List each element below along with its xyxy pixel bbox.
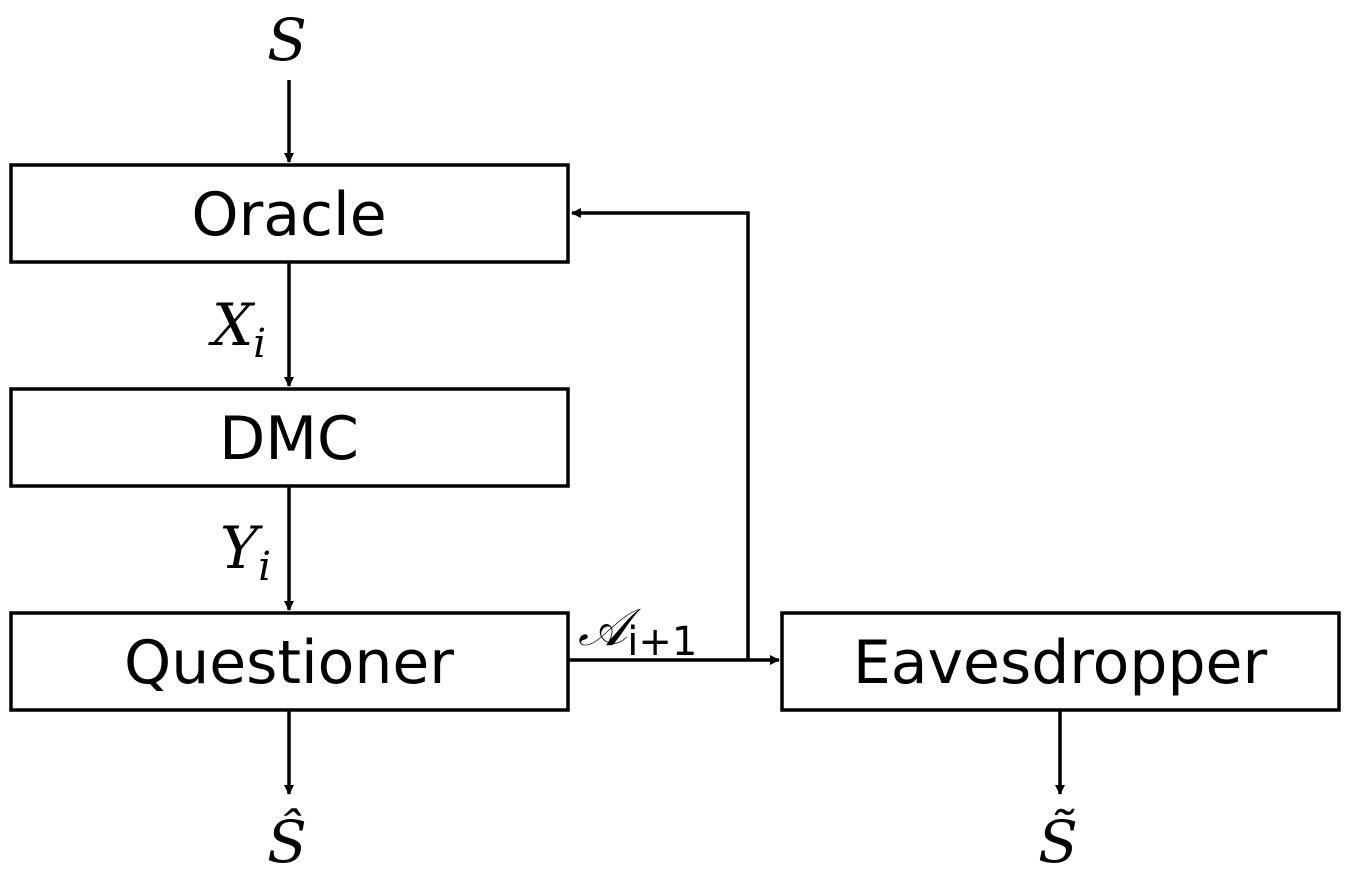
x-signal-label: Xi: [208, 291, 266, 367]
dmc-block: [9, 387, 570, 488]
dmc-label: DMC: [219, 404, 359, 474]
eavesdropper-block: [780, 611, 1341, 712]
eavesdropper-estimate-label: S̃: [1038, 807, 1078, 876]
feedback-to-oracle: [571, 208, 750, 660]
oracle-label: Oracle: [191, 180, 386, 250]
source-label: S: [267, 6, 307, 74]
estimate-label: Ŝ: [267, 808, 307, 876]
answer-signal-label: 𝒜i+1: [578, 598, 697, 665]
y-signal-label: Yi: [220, 514, 271, 590]
eavesdropper-label: Eavesdropper: [853, 628, 1268, 698]
questioner-block: [9, 611, 570, 712]
questioner-label: Questioner: [124, 628, 454, 698]
